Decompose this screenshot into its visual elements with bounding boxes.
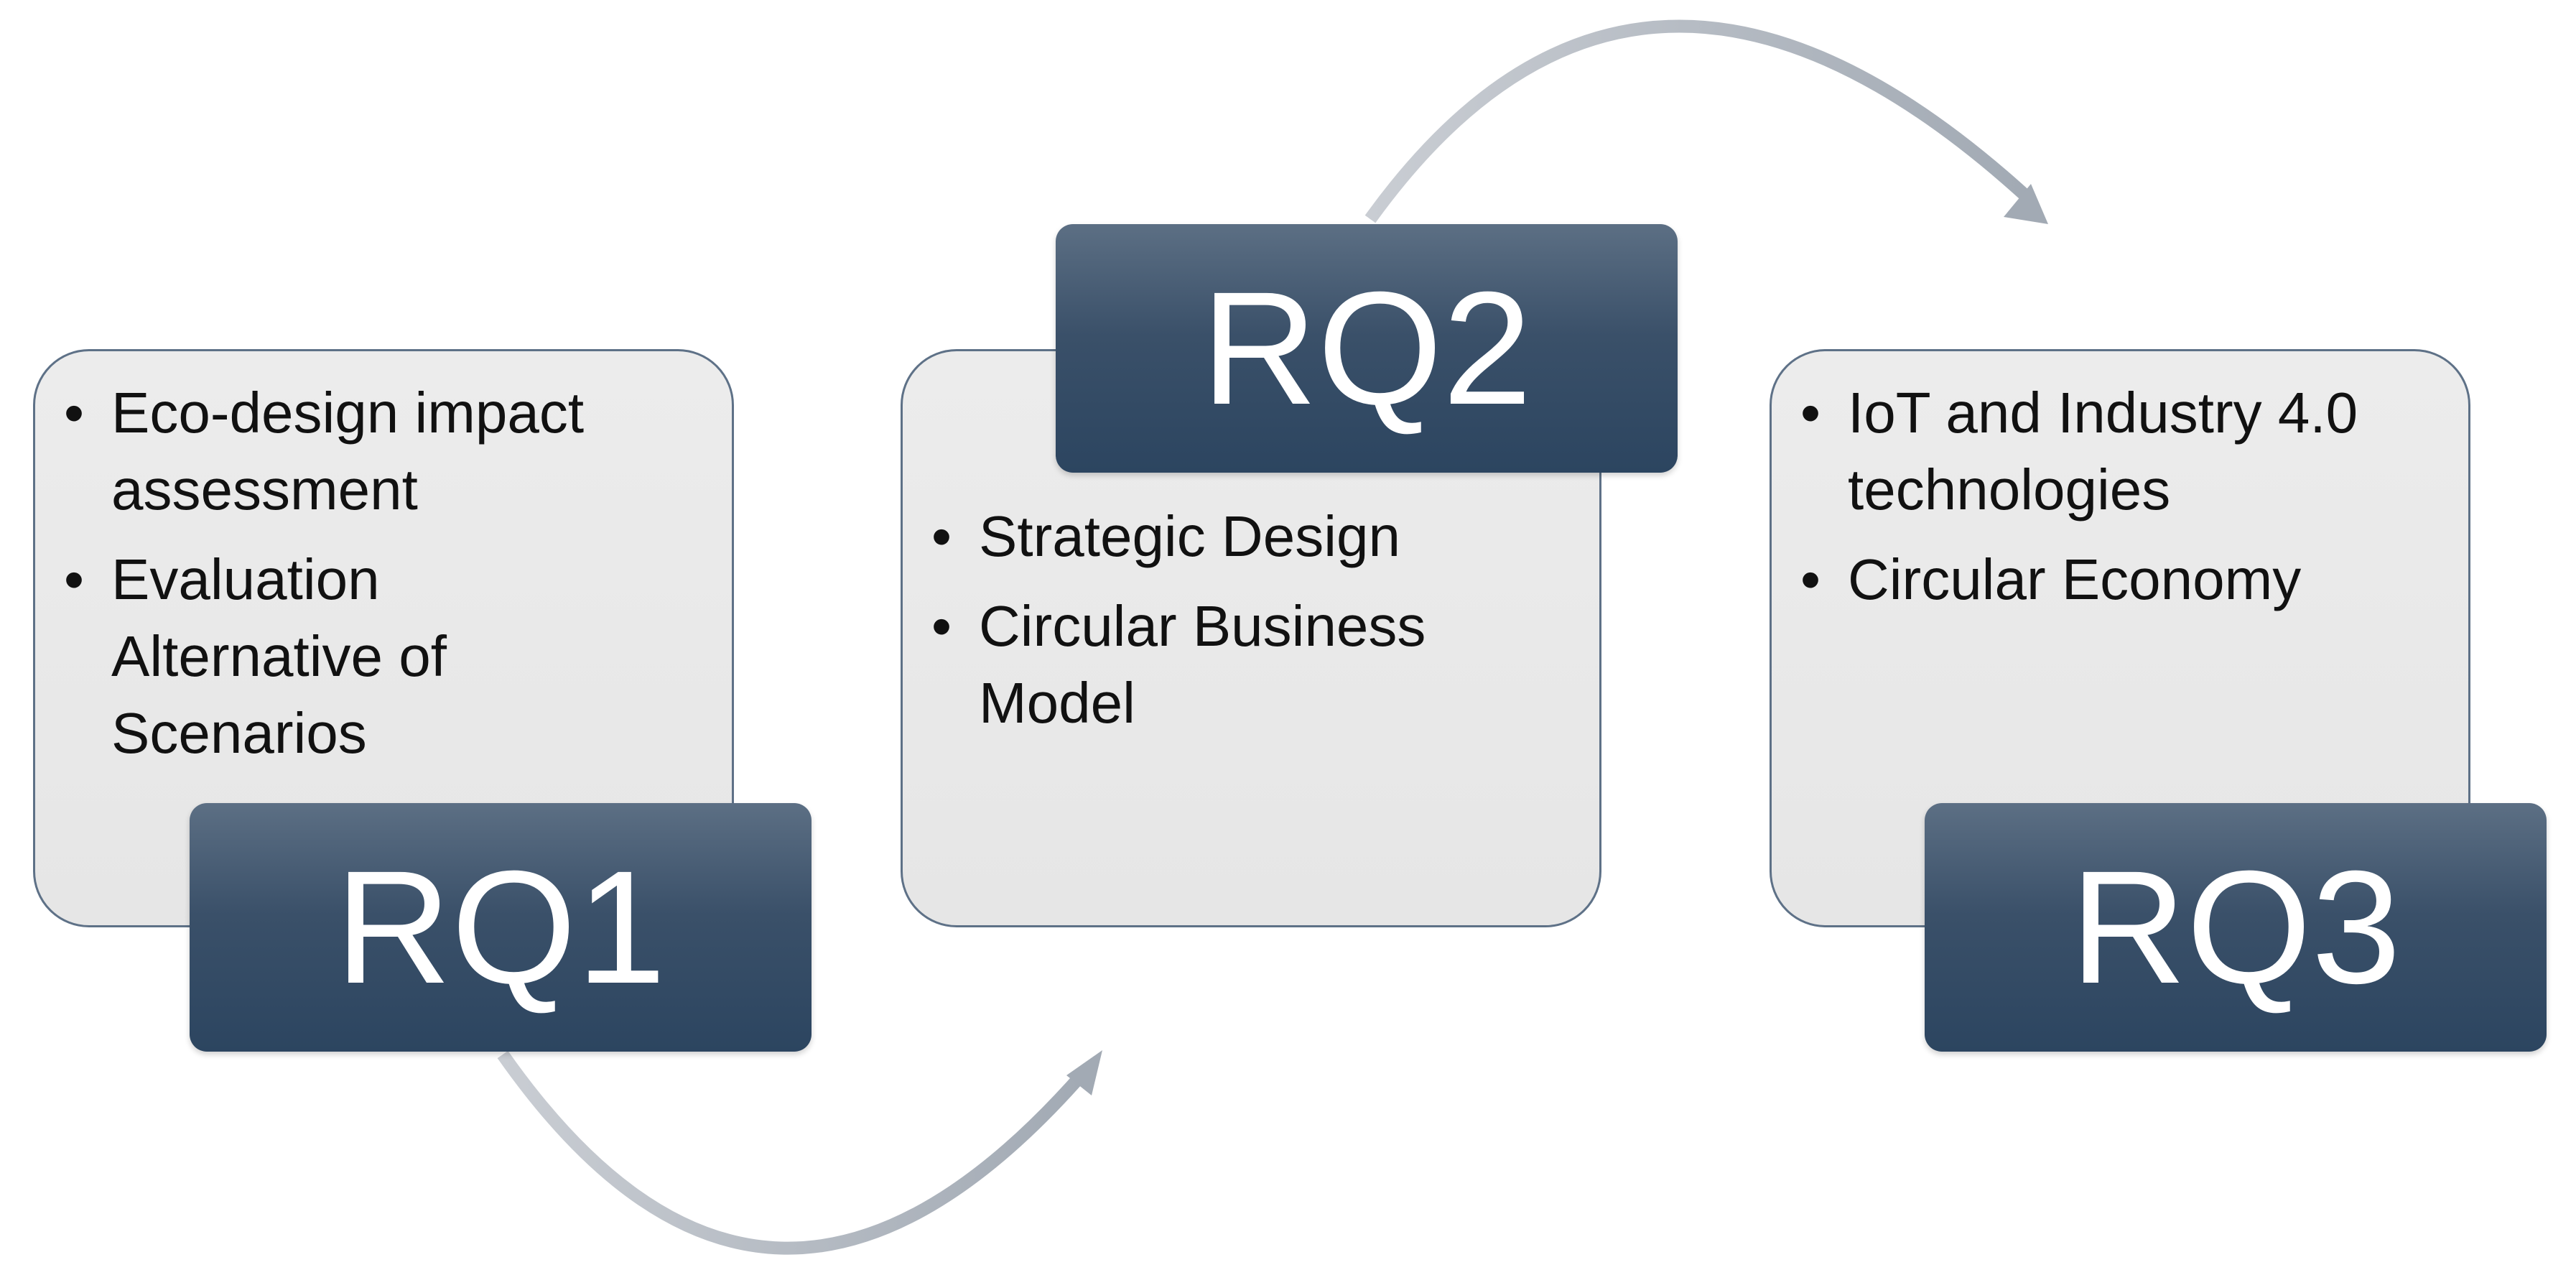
list-item-label: Circular Business Model	[979, 594, 1426, 735]
rq2-badge: RQ2	[1056, 224, 1678, 473]
arrow-rq1-to-rq2-head	[1066, 1050, 1102, 1095]
rq2-topic-list: • Strategic Design • Circular Business M…	[931, 498, 1549, 754]
bullet-icon: •	[64, 381, 85, 445]
list-item-label: Evaluation Alternative of Scenarios	[111, 547, 447, 765]
arrow-rq2-to-rq3	[1364, 19, 2030, 223]
rq1-badge: RQ1	[190, 803, 812, 1052]
bullet-icon: •	[1800, 547, 1821, 611]
list-item: • Circular Economy	[1800, 541, 2432, 618]
list-item: • Eco-design impact assessment	[64, 374, 682, 528]
bullet-icon: •	[931, 594, 952, 658]
rq3-badge: RQ3	[1925, 803, 2547, 1052]
bullet-icon: •	[931, 504, 952, 568]
list-item-label: Strategic Design	[979, 504, 1400, 568]
list-item: • Circular Business Model	[931, 588, 1549, 741]
arrow-rq1-to-rq2	[497, 1050, 1089, 1255]
bullet-icon: •	[64, 547, 85, 611]
rq3-topic-list: • IoT and Industry 4.0 technologies • Ci…	[1800, 374, 2432, 631]
list-item-label: Circular Economy	[1848, 547, 2302, 611]
list-item: • Strategic Design	[931, 498, 1549, 575]
list-item-label: IoT and Industry 4.0 technologies	[1848, 381, 2358, 522]
list-item: • IoT and Industry 4.0 technologies	[1800, 374, 2432, 528]
list-item: • Evaluation Alternative of Scenarios	[64, 541, 682, 771]
arrow-rq2-to-rq3-head	[2004, 184, 2048, 224]
bullet-icon: •	[1800, 381, 1821, 445]
list-item-label: Eco-design impact assessment	[111, 381, 585, 522]
rq1-topic-list: • Eco-design impact assessment • Evaluat…	[64, 374, 682, 784]
rq1-panel: • Eco-design impact assessment • Evaluat…	[33, 349, 734, 927]
